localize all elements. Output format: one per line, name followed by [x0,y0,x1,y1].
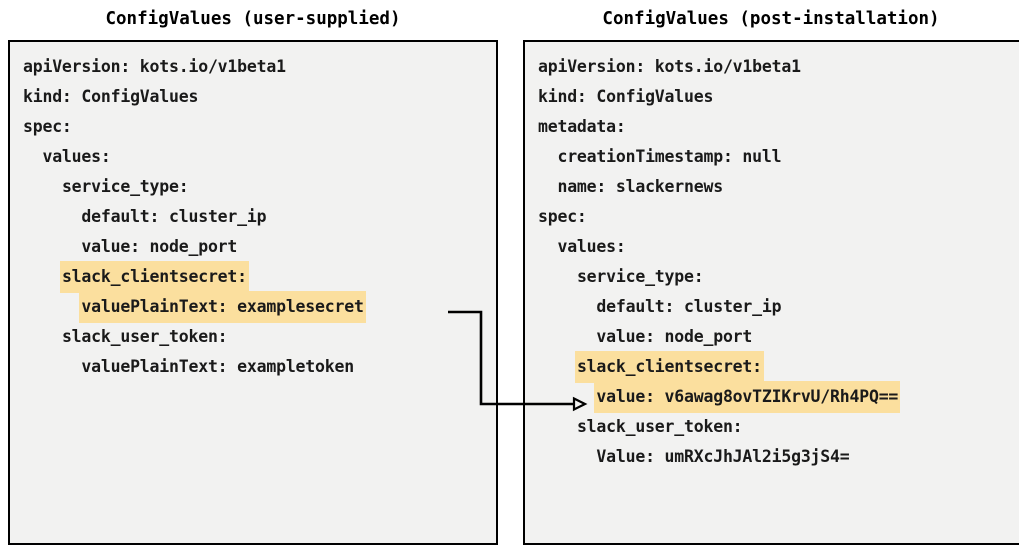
code-indent [536,387,594,406]
code-line-text: default: cluster_ip [596,297,782,316]
code-indent [536,297,594,316]
code-line-text: values: [42,147,111,166]
code-indent [21,237,79,256]
code-indent [21,177,60,196]
code-line: values: [536,231,1019,261]
code-line-text: slack_user_token: [61,327,228,346]
left-yaml-code-block: apiVersion: kots.io/v1beta1 kind: ConfigV… [21,51,496,381]
code-line: default: cluster_ip [21,201,496,231]
right-panel-title: ConfigValues (post-installation) [602,9,940,29]
code-line-text: value: v6awag8ovTZIKrvU/Rh4PQ== [594,381,901,413]
code-line-text: name: slackernews [557,177,723,196]
code-line-text: spec: [23,117,72,136]
code-line: Value: umRXcJhJAl2i5g3jS4= [536,441,1019,471]
code-line: value: v6awag8ovTZIKrvU/Rh4PQ== [536,381,1019,413]
code-line: slack_user_token: [536,411,1019,441]
code-line-text: Value: umRXcJhJAl2i5g3jS4= [596,447,850,466]
code-indent [21,207,79,226]
code-indent [21,267,60,286]
code-indent [21,357,79,376]
code-indent [536,267,575,286]
code-line: spec: [21,111,496,141]
code-indent [536,327,594,346]
code-line-text: service_type: [576,267,704,286]
code-line: apiVersion: kots.io/v1beta1 [21,51,496,81]
code-line: kind: ConfigValues [21,81,496,111]
code-indent [536,417,575,436]
code-line: default: cluster_ip [536,291,1019,321]
code-indent [536,147,555,166]
code-indent [21,147,40,166]
code-line-text: valuePlainText: exampletoken [81,357,354,376]
right-yaml-code-block: apiVersion: kots.io/v1beta1 kind: ConfigV… [536,51,1019,471]
code-indent [536,237,555,256]
code-line: metadata: [536,111,1019,141]
code-line: apiVersion: kots.io/v1beta1 [536,51,1019,81]
code-line-text: kind: ConfigValues [23,87,199,106]
code-line-text: creationTimestamp: null [557,147,782,166]
code-line-text: kind: ConfigValues [538,87,714,106]
code-line-text: value: node_port [596,327,753,346]
code-line-text: values: [557,237,626,256]
code-line-text: spec: [538,207,587,226]
code-line: service_type: [536,261,1019,291]
code-line-text: default: cluster_ip [81,207,267,226]
code-line: name: slackernews [536,171,1019,201]
code-line: slack_clientsecret: [536,351,1019,383]
code-line-text: metadata: [538,117,626,136]
code-line-text: slack_user_token: [576,417,743,436]
code-line: creationTimestamp: null [536,141,1019,171]
code-line-text: apiVersion: kots.io/v1beta1 [23,57,286,76]
code-indent [21,327,60,346]
code-line-text: slack_clientsecret: [574,351,764,383]
code-line: kind: ConfigValues [536,81,1019,111]
code-line: value: node_port [21,231,496,261]
code-indent [536,177,555,196]
code-line: slack_clientsecret: [21,261,496,293]
code-indent [536,357,575,376]
code-line: value: node_port [536,321,1019,351]
code-line: slack_user_token: [21,321,496,351]
code-line-text: value: node_port [81,237,238,256]
code-line-text: apiVersion: kots.io/v1beta1 [538,57,801,76]
code-line: service_type: [21,171,496,201]
code-line: values: [21,141,496,171]
code-line-text: slack_clientsecret: [59,261,249,293]
code-line-text: valuePlainText: examplesecret [79,291,366,323]
code-line-text: service_type: [61,177,189,196]
code-line: valuePlainText: exampletoken [21,351,496,381]
code-line: valuePlainText: examplesecret [21,291,496,323]
right-config-panel: apiVersion: kots.io/v1beta1 kind: ConfigV… [523,40,1019,545]
code-indent [21,297,79,316]
left-panel-title: ConfigValues (user-supplied) [105,9,401,29]
code-line: spec: [536,201,1019,231]
code-indent [536,447,594,466]
left-config-panel: apiVersion: kots.io/v1beta1 kind: ConfigV… [8,40,498,545]
